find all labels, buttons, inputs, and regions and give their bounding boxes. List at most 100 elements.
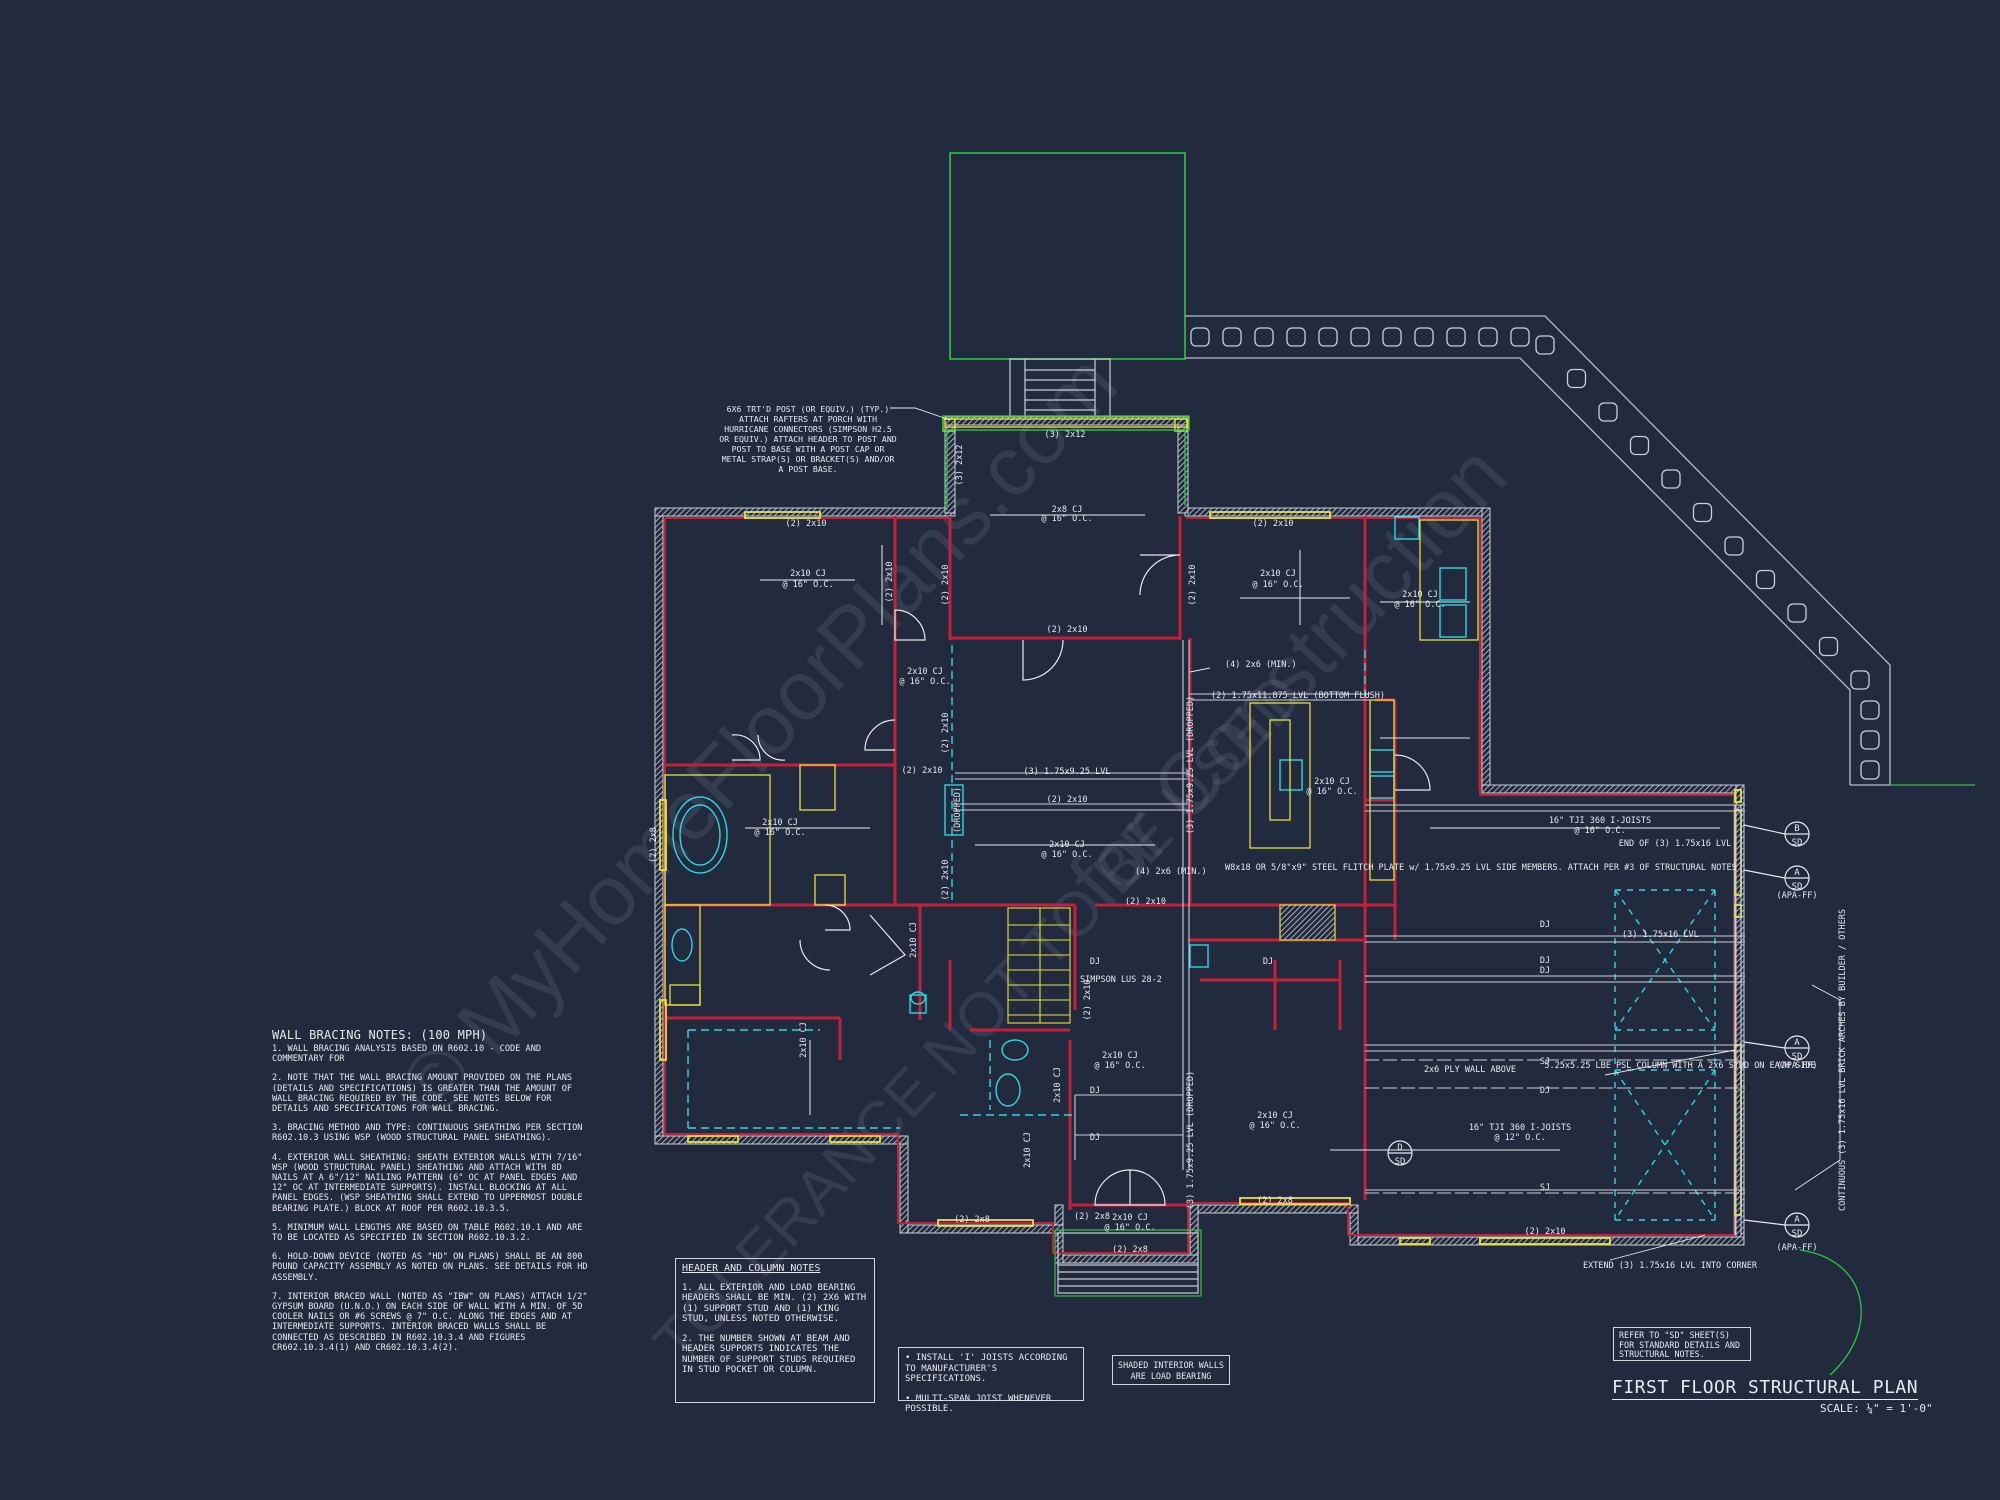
- dj-label: DJ: [1540, 920, 1550, 930]
- cj-spacing: @ 16" O.C.: [899, 677, 950, 687]
- cj-label: 2x10 CJ: [790, 569, 826, 579]
- header-label: (2) 2x10: [941, 713, 951, 754]
- continuous-lvl-note: CONTINUOUS (3) 1.75x16 LVL BRICK ARCHES …: [1838, 909, 1848, 1211]
- note-item: 6. HOLD-DOWN DEVICE (NOTED AS "HD" ON PL…: [272, 1252, 588, 1283]
- patio-stone: [1724, 536, 1744, 556]
- header-column-notes-box: HEADER AND COLUMN NOTES 1. ALL EXTERIOR …: [675, 1258, 875, 1403]
- header-label: (2) 2x10: [941, 565, 951, 606]
- cj-spacing: @ 16" O.C.: [1306, 787, 1357, 797]
- flitch-note: W8x18 OR 5/8"x9" STEEL FLITCH PLATE w/ 1…: [1225, 863, 1737, 873]
- cyan-lines: [687, 645, 1716, 1221]
- note-item: 2. NOTE THAT THE WALL BRACING AMOUNT PRO…: [272, 1073, 573, 1115]
- fireplace: [1279, 904, 1336, 941]
- cj-spacing: @ 16" O.C.: [754, 828, 805, 838]
- doors: [731, 554, 1431, 1206]
- porch-side-header: (3) 2x12: [955, 445, 965, 486]
- cj-label: 2x10 CJ: [1049, 840, 1085, 850]
- note-item: 7. INTERIOR BRACED WALL (NOTED AS "IBW" …: [272, 1291, 588, 1353]
- patio-stone: [1318, 327, 1338, 347]
- patio-stone: [1254, 327, 1274, 347]
- patio-stone: [1382, 327, 1402, 347]
- porch-cj-spacing: @ 16" O.C.: [1041, 514, 1092, 524]
- cj-label: 2x10 CJ: [1023, 1132, 1033, 1168]
- header-label: (2) 2x10: [1083, 980, 1093, 1021]
- note-item: 4. EXTERIOR WALL SHEATHING: SHEATH EXTER…: [272, 1152, 583, 1214]
- island-and-counters: [664, 519, 1479, 1006]
- cj-spacing: @ 16" O.C.: [1394, 600, 1445, 610]
- cj-label: 2x10 CJ: [909, 922, 919, 958]
- note-item: 1. WALL BRACING ANALYSIS BASED ON R602.1…: [272, 1044, 542, 1065]
- patio-stone: [1755, 569, 1776, 590]
- leader-lines: [890, 407, 1841, 1261]
- patio-stone: [1566, 368, 1587, 389]
- porch-header-label: (3) 2x12: [1045, 430, 1086, 440]
- patio-stone: [1286, 327, 1306, 347]
- patio-stone: [1850, 670, 1870, 690]
- plan-labels: (3) 2x12 2x8 CJ @ 16" O.C. (2) 2x10 (2) …: [754, 430, 1815, 1271]
- section-markers: [1387, 821, 1810, 1238]
- cj-spacing: @ 16" O.C.: [1094, 1061, 1145, 1071]
- plan-scale: SCALE: ¼" = 1'-0": [1820, 1402, 1933, 1415]
- note-item: • MULTI-SPAN JOIST WHENEVER POSSIBLE.: [905, 1393, 1052, 1415]
- cj-label: 2x10 CJ: [799, 1022, 809, 1058]
- cj-spacing: @ 16" O.C.: [1252, 580, 1303, 590]
- header-label: (2) 2x10: [1188, 565, 1198, 606]
- patio-stone: [1414, 327, 1434, 347]
- patio-stone: [1190, 327, 1210, 347]
- note-item: • INSTALL 'I' JOISTS ACCORDING TO MANUFA…: [905, 1353, 1068, 1384]
- ply-wall-note: 2x6 PLY WALL ABOVE: [1424, 1065, 1516, 1075]
- patio-stone: [1446, 327, 1466, 347]
- cj-label: 2x10 CJ: [1260, 569, 1296, 579]
- patio-stone: [1478, 327, 1498, 347]
- patio-stone: [1860, 730, 1880, 750]
- cj-spacing: @ 16" O.C.: [1249, 1121, 1300, 1131]
- cj-label: 2x10 CJ: [1257, 1111, 1293, 1121]
- marker-a: A: [1794, 868, 1800, 878]
- exterior-walls: [654, 416, 1745, 1264]
- note-item: 3. BRACING METHOD AND TYPE: CONTINUOUS S…: [272, 1123, 583, 1144]
- header-label: (2) 2x8: [954, 1215, 990, 1225]
- patio-wall: [1185, 315, 1891, 786]
- sj-label: SJ: [1540, 1183, 1550, 1193]
- marker-sd: SD: [1792, 882, 1803, 892]
- apa-ff-label: (APA-FF): [1777, 891, 1818, 901]
- note-item: 1. ALL EXTERIOR AND LOAD BEARING HEADERS…: [682, 1282, 867, 1325]
- post-label: (4) 2x6 (MIN.): [1135, 867, 1207, 877]
- post-note: 6x6 TRT'D POST (OR EQUIV.) (TYP.) ATTACH…: [719, 404, 897, 474]
- note-item: 2. THE NUMBER SHOWN AT BEAM AND HEADER S…: [682, 1333, 856, 1376]
- deck-stairs: [1009, 358, 1111, 420]
- joist-notes-list: • INSTALL 'I' JOISTS ACCORDING TO MANUFA…: [905, 1353, 1077, 1415]
- header-notes-title: HEADER AND COLUMN NOTES: [682, 1263, 821, 1274]
- wall-bracing-list: 1. WALL BRACING ANALYSIS BASED ON R602.1…: [272, 1044, 590, 1353]
- dj-label: DJ: [1540, 1086, 1550, 1096]
- wall-bracing-notes: WALL BRACING NOTES: (100 MPH) 1. WALL BR…: [272, 1028, 590, 1362]
- rear-deck: [949, 152, 1186, 360]
- lvl-dropped-label: (3) 1.75x9.25 LVL (DROPPED): [1186, 696, 1196, 834]
- patio-stone: [1535, 335, 1555, 355]
- extend-lvl-note: EXTEND (3) 1.75x16 LVL INTO CORNER: [1583, 1261, 1758, 1271]
- rotated-labels: (3) 2x12 (2) 2x10 (2) 2x10 (2) 2x10 (2) …: [649, 445, 1848, 1211]
- apa-ff-label: (APA-FF): [1777, 1243, 1818, 1253]
- patio-stone: [1787, 603, 1807, 623]
- dj-label: DJ: [1090, 1133, 1100, 1143]
- span-arrows: [745, 514, 1720, 1151]
- cj-label: 2x10 CJ: [1314, 777, 1350, 787]
- marker-sd: SD: [1792, 838, 1803, 848]
- cj-label: 2x10 CJ: [1102, 1051, 1138, 1061]
- end-of-lvl-note: END OF (3) 1.75x16 LVL: [1619, 839, 1732, 849]
- patio-stone: [1598, 402, 1618, 422]
- marker-d: D: [1397, 1143, 1402, 1153]
- lvl-dropped-label: (3) 1.75x9.25 LVL (DROPPED): [1186, 1071, 1196, 1209]
- lvl-label: (3) 1.75x9.25 LVL: [1024, 767, 1111, 777]
- apa-ff-label: (APA-FF): [1777, 1061, 1818, 1071]
- dj-label: DJ: [1540, 956, 1550, 966]
- header-label: (2) 2x10: [1047, 795, 1088, 805]
- patio-stones: [1190, 327, 1880, 780]
- cj-label: 2x10 CJ: [762, 818, 798, 828]
- plan-title: FIRST FLOOR STRUCTURAL PLAN: [1612, 1377, 1919, 1400]
- beams: [955, 640, 1745, 1235]
- joist-spacing: @ 12" O.C.: [1494, 1133, 1545, 1143]
- refer-sd-note: REFER TO "SD" SHEET(S) FOR STANDARD DETA…: [1613, 1327, 1751, 1361]
- header-label: (2) 2x8: [1257, 1196, 1293, 1206]
